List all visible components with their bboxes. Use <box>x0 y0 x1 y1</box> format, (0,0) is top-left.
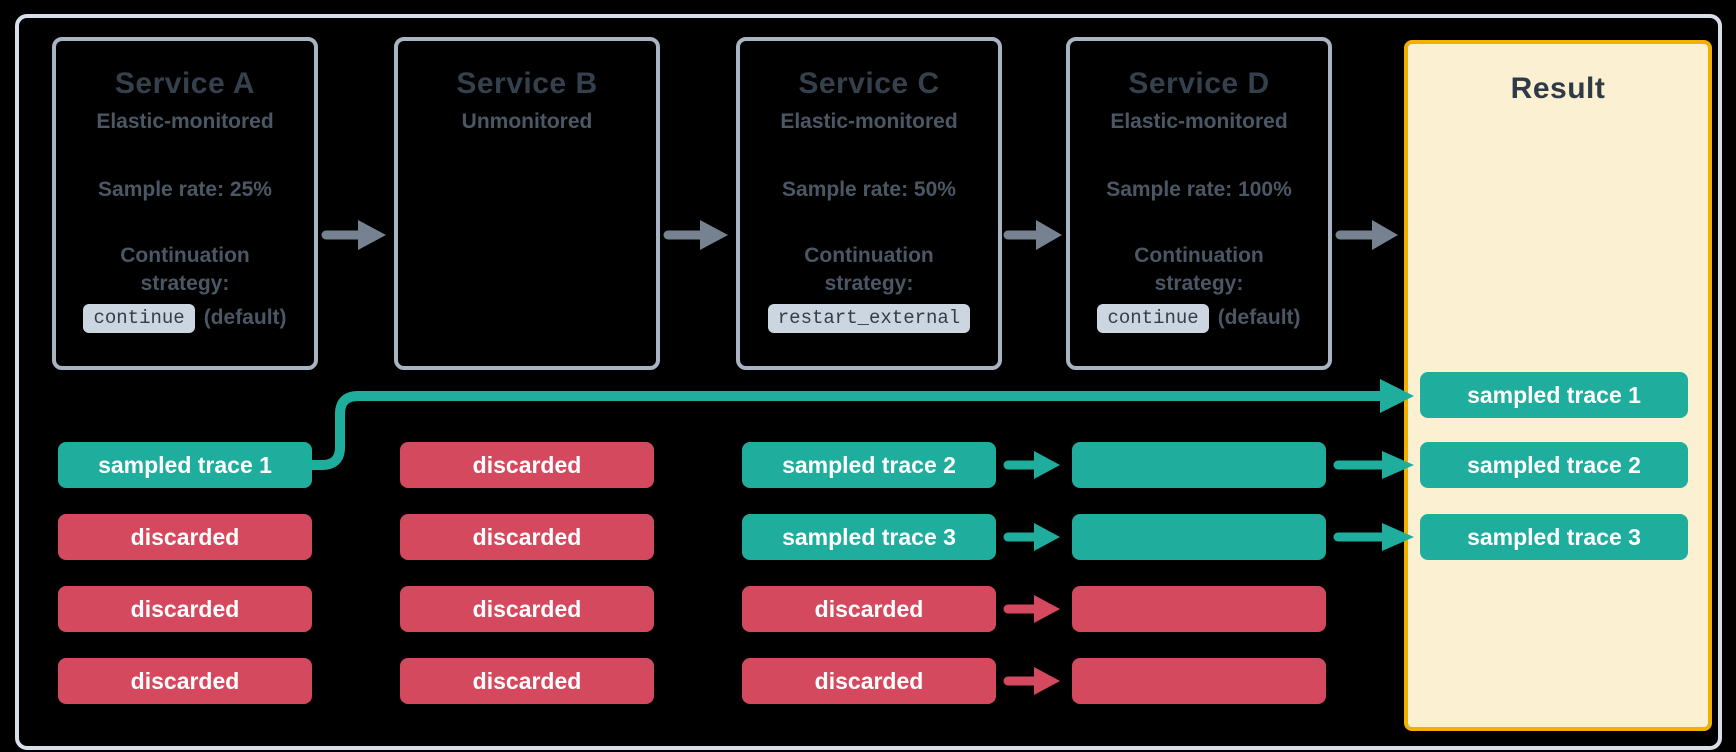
trace-pill: discarded <box>58 514 312 560</box>
strategy-default-note: (default) <box>203 306 287 330</box>
trace-pill: sampled trace 3 <box>742 514 996 560</box>
service-sample-rate: Sample rate: 100% <box>1106 178 1292 201</box>
strategy-code-chip: continue <box>83 303 195 333</box>
trace-pill: sampled trace 2 <box>742 442 996 488</box>
service-monitoring: Elastic-monitored <box>96 110 274 133</box>
result-trace-pill: sampled trace 2 <box>1420 442 1688 488</box>
trace-pill <box>1072 514 1326 560</box>
trace-pill: discarded <box>742 658 996 704</box>
trace-pill <box>1072 658 1326 704</box>
service-box-a: Service A Elastic-monitored Sample rate:… <box>52 37 318 370</box>
service-continuation-label: Continuation strategy: <box>1134 244 1264 296</box>
strategy-code-chip: restart_external <box>767 303 971 333</box>
outer-frame <box>15 14 1722 750</box>
trace-pill: discarded <box>742 586 996 632</box>
result-trace-pill: sampled trace 3 <box>1420 514 1688 560</box>
result-trace-pill: sampled trace 1 <box>1420 372 1688 418</box>
trace-pill <box>1072 442 1326 488</box>
service-strategy-row: restart_external <box>740 303 998 333</box>
trace-pill: discarded <box>400 658 654 704</box>
service-title: Service A <box>114 67 256 100</box>
trace-pill: discarded <box>400 442 654 488</box>
service-strategy-row: continue (default) <box>56 303 314 333</box>
service-title: Service B <box>456 67 598 100</box>
result-title: Result <box>1510 72 1606 105</box>
service-monitoring: Unmonitored <box>461 110 593 133</box>
trace-pill: discarded <box>58 658 312 704</box>
trace-pill: discarded <box>58 586 312 632</box>
service-continuation-label: Continuation strategy: <box>120 244 250 296</box>
trace-pill: discarded <box>400 586 654 632</box>
service-monitoring: Elastic-monitored <box>780 110 958 133</box>
trace-pill: sampled trace 1 <box>58 442 312 488</box>
service-title: Service C <box>798 67 940 100</box>
service-title: Service D <box>1128 67 1270 100</box>
strategy-default-note: (default) <box>1217 306 1301 330</box>
service-continuation-label: Continuation strategy: <box>804 244 934 296</box>
service-box-c: Service C Elastic-monitored Sample rate:… <box>736 37 1002 370</box>
service-sample-rate: Sample rate: 50% <box>782 178 956 201</box>
service-box-d: Service D Elastic-monitored Sample rate:… <box>1066 37 1332 370</box>
trace-pill: discarded <box>400 514 654 560</box>
trace-pill <box>1072 586 1326 632</box>
strategy-code-chip: continue <box>1097 303 1209 333</box>
service-sample-rate: Sample rate: 25% <box>98 178 272 201</box>
service-box-b: Service B Unmonitored <box>394 37 660 370</box>
service-strategy-row: continue (default) <box>1070 303 1328 333</box>
service-monitoring: Elastic-monitored <box>1110 110 1288 133</box>
